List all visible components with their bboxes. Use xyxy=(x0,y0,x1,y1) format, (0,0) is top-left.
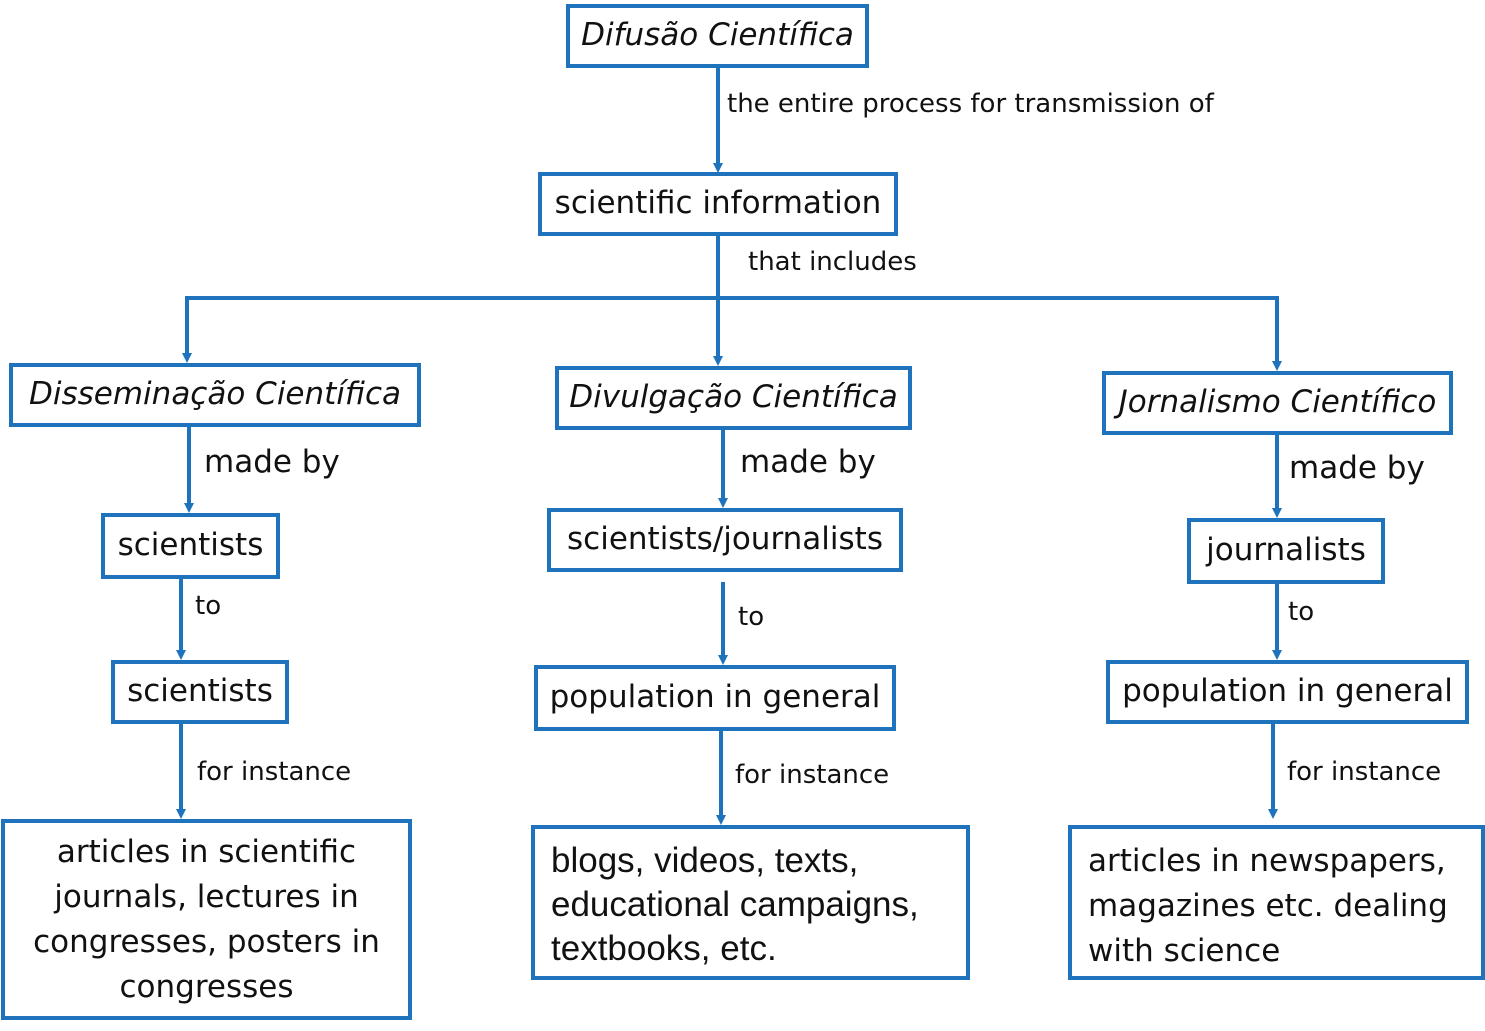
label-made-by-disseminacao: made by xyxy=(204,444,340,480)
node-population-jornalismo: population in general xyxy=(1106,660,1469,724)
label-to-jornalismo: to xyxy=(1288,597,1315,627)
label-transmission: the entire process for transmission of xyxy=(727,89,1214,119)
node-scientists-journalists: scientists/journalists xyxy=(547,508,903,572)
label-to-disseminacao: to xyxy=(195,591,222,621)
node-jornalismo-cientifico: Jornalismo Científico xyxy=(1102,371,1453,435)
node-examples-jornalismo: articles in newspapers, magazines etc. d… xyxy=(1068,825,1485,980)
node-disseminacao-cientifica: Disseminação Científica xyxy=(9,363,421,427)
node-journalists: journalists xyxy=(1187,518,1385,584)
label-that-includes: that includes xyxy=(748,247,917,277)
label-made-by-divulgacao: made by xyxy=(740,444,876,480)
label-for-instance-divulgacao: for instance xyxy=(735,760,890,790)
node-population-divulgacao: population in general xyxy=(534,665,896,731)
node-difusao-cientifica: Difusão Científica xyxy=(566,4,869,68)
node-examples-divulgacao: blogs, videos, texts, educational campai… xyxy=(531,825,970,980)
node-scientists-audience: scientists xyxy=(111,660,289,724)
node-divulgacao-cientifica: Divulgação Científica xyxy=(555,366,912,430)
label-for-instance-disseminacao: for instance xyxy=(197,757,352,787)
node-scientists-source: scientists xyxy=(101,513,280,579)
label-for-instance-jornalismo: for instance xyxy=(1287,757,1442,787)
label-to-divulgacao: to xyxy=(738,602,765,632)
label-made-by-jornalismo: made by xyxy=(1289,450,1425,486)
node-scientific-information: scientific information xyxy=(538,172,898,236)
node-examples-disseminacao: articles in scientific journals, lecture… xyxy=(1,819,412,1020)
